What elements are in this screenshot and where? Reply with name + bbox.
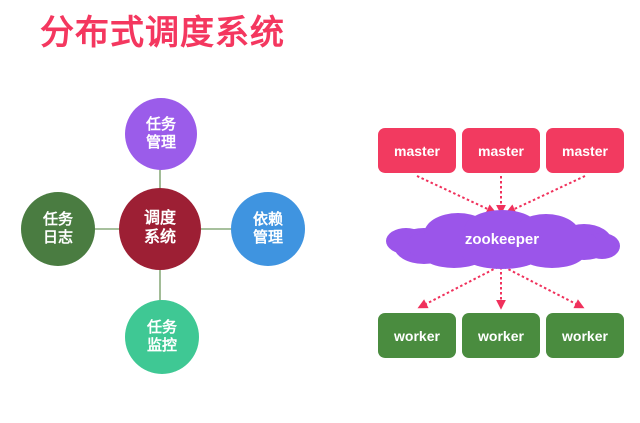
hub-node-label-line2: 管理 — [145, 134, 176, 151]
cloud-shape-icon — [386, 210, 620, 269]
hub-node-label-line2: 管理 — [252, 229, 283, 246]
hub-node-task-monitoring[interactable]: 任务 监控 — [125, 300, 199, 374]
hub-node-label-line1: 任务 — [42, 211, 73, 229]
hub-node-task-log[interactable]: 任务 日志 — [21, 192, 95, 266]
hub-node-label-line2: 监控 — [146, 337, 177, 354]
hub-node-label-line1: 任务 — [145, 116, 176, 134]
hub-node-task-management[interactable]: 任务 管理 — [125, 98, 197, 170]
arrow-master-3-to-zookeeper — [505, 175, 586, 214]
master-node-1[interactable]: master — [378, 128, 456, 173]
worker-node-label: worker — [562, 327, 608, 344]
hub-node-label-line1: 依赖 — [252, 211, 283, 229]
master-node-label: master — [394, 142, 440, 159]
hub-node-label-line1: 调度 — [143, 210, 176, 228]
zookeeper-arrow-layer — [416, 175, 586, 310]
scheduling-system-hub-diagram: 任务 管理 任务 日志 调度 系统 依赖 管理 任务 监控 — [0, 85, 330, 395]
hub-node-dependency-management[interactable]: 依赖 管理 — [231, 192, 305, 266]
arrow-zookeeper-to-worker-3 — [503, 266, 585, 309]
worker-node-3[interactable]: worker — [546, 313, 624, 358]
zookeeper-cloud[interactable]: zookeeper — [384, 208, 620, 270]
hub-node-scheduling-system[interactable]: 调度 系统 — [119, 188, 201, 270]
arrow-master-1-to-zookeeper — [416, 175, 497, 214]
worker-node-2[interactable]: worker — [462, 313, 540, 358]
arrow-zookeeper-to-worker-1 — [417, 266, 499, 309]
master-node-2[interactable]: master — [462, 128, 540, 173]
hub-node-label-line1: 任务 — [146, 319, 177, 337]
zookeeper-cluster-diagram: master master master zookeeper — [360, 112, 640, 372]
page-title: 分布式调度系统 — [40, 14, 285, 52]
zookeeper-cloud-label: zookeeper — [464, 230, 540, 248]
hub-node-label-line2: 系统 — [143, 229, 176, 246]
worker-node-label: worker — [394, 327, 440, 344]
master-node-3[interactable]: master — [546, 128, 624, 173]
hub-node-label-line2: 日志 — [42, 229, 73, 246]
master-node-label: master — [478, 142, 524, 159]
master-node-label: master — [562, 142, 608, 159]
worker-node-1[interactable]: worker — [378, 313, 456, 358]
worker-node-label: worker — [478, 327, 524, 344]
